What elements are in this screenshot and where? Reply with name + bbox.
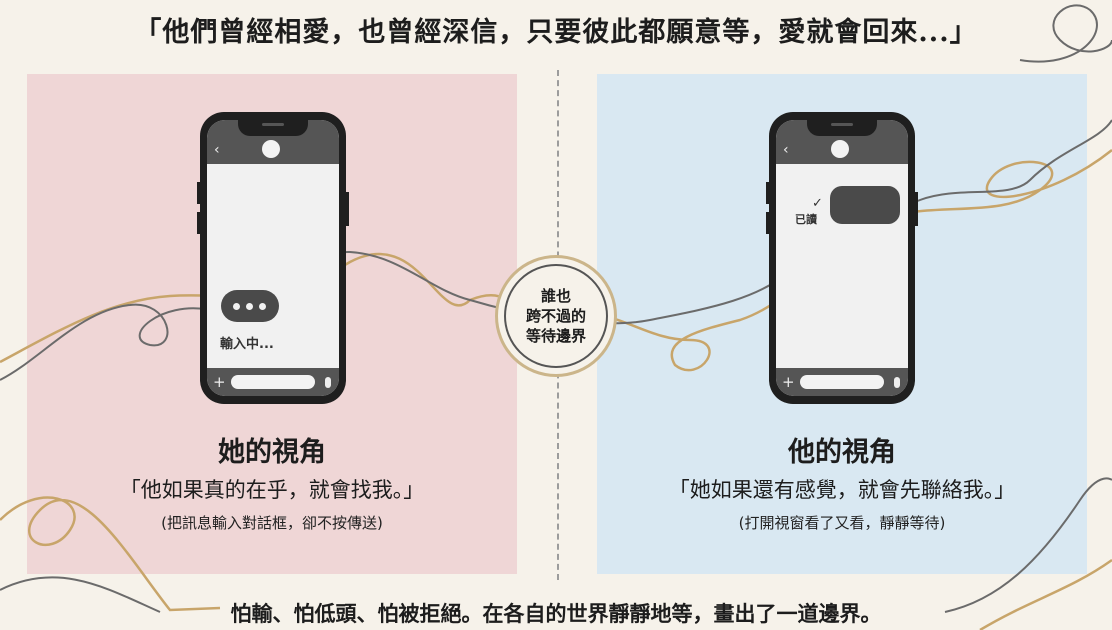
phone-power-button	[915, 192, 918, 226]
gray-thread	[0, 119, 1112, 381]
back-chevron-icon[interactable]: ‹	[783, 142, 789, 158]
corner-line-bottom-right	[979, 558, 1112, 630]
message-input[interactable]	[800, 375, 884, 389]
phone-notch	[807, 119, 877, 136]
phone-screen: ‹ 輸入中... +	[207, 120, 339, 396]
his-perspective-quote: 「她如果還有感覺，就會先聯絡我。」	[668, 478, 1016, 502]
her-perspective-quote: 「他如果真的在乎，就會找我。」	[119, 478, 425, 502]
phone-side-button	[197, 212, 200, 234]
read-receipt-label: 已讀	[795, 213, 817, 226]
boundary-badge-inner: 誰也 跨不過的 等待邊界	[504, 264, 608, 368]
headline-quote: 「他們曾經相愛，也曾經深信，只要彼此都願意等，愛就會回來...」	[134, 17, 978, 48]
phone-screen: ‹ ✓ 已讀 +	[776, 120, 908, 396]
phone-power-button	[346, 192, 349, 226]
boundary-badge: 誰也 跨不過的 等待邊界	[495, 255, 617, 377]
plus-icon[interactable]: +	[213, 373, 226, 391]
back-chevron-icon[interactable]: ‹	[214, 142, 220, 158]
badge-line: 等待邊界	[525, 327, 586, 345]
microphone-icon[interactable]	[894, 377, 900, 388]
phone-side-button	[197, 182, 200, 204]
her-perspective-note: (把訊息輸入對話框，卻不按傳送)	[161, 514, 383, 532]
chat-header: ‹	[776, 120, 908, 164]
corner-loop-top	[1019, 4, 1112, 63]
phone-speaker	[831, 123, 853, 126]
his-phone: ‹ ✓ 已讀 +	[766, 112, 918, 404]
her-perspective-heading: 她的視角	[218, 437, 326, 468]
phone-notch	[238, 119, 308, 136]
typing-dot	[246, 303, 253, 310]
corner-loop-bottom-left	[0, 496, 221, 612]
received-message-bubble	[830, 186, 900, 224]
typing-dot	[233, 303, 240, 310]
phone-speaker	[262, 123, 284, 126]
her-phone: ‹ 輸入中... +	[197, 112, 349, 404]
typing-dot	[259, 303, 266, 310]
phone-side-button	[766, 182, 769, 204]
badge-line: 跨不過的	[525, 307, 586, 325]
plus-icon[interactable]: +	[782, 373, 795, 391]
read-check-icon: ✓	[812, 196, 823, 211]
typing-bubble	[221, 290, 279, 322]
his-perspective-heading: 他的視角	[788, 437, 896, 468]
footer-caption: 怕輸、怕低頭、怕被拒絕。在各自的世界靜靜地等，畫出了一道邊界。	[230, 601, 882, 626]
his-perspective-note: (打開視窗看了又看，靜靜等待)	[738, 514, 946, 532]
contact-avatar-icon	[262, 140, 280, 158]
typing-indicator-label: 輸入中...	[220, 337, 274, 352]
message-compose-bar: +	[776, 368, 908, 396]
microphone-icon[interactable]	[325, 377, 331, 388]
phone-side-button	[766, 212, 769, 234]
badge-line: 誰也	[540, 287, 571, 305]
message-input[interactable]	[231, 375, 315, 389]
contact-avatar-icon	[831, 140, 849, 158]
message-compose-bar: +	[207, 368, 339, 396]
corner-loop-bottom-right	[944, 477, 1112, 613]
corner-line-bottom-left	[0, 576, 161, 613]
